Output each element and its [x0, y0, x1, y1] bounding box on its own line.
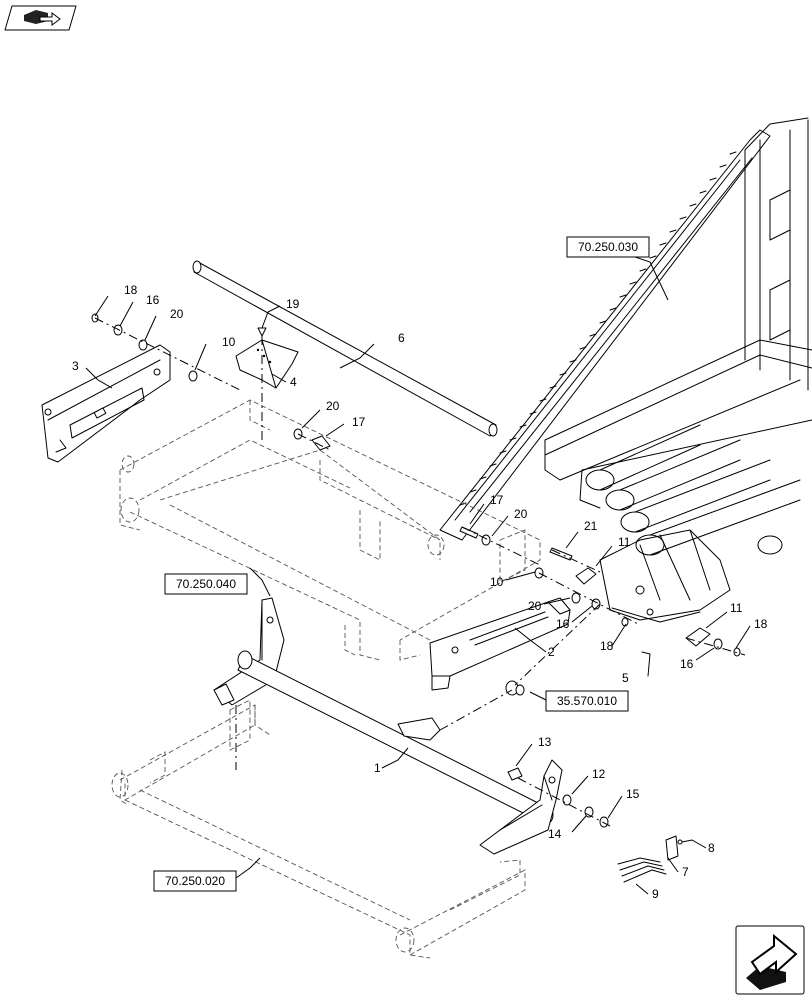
- part-2-bracket: [429, 597, 571, 691]
- back-nav-button[interactable]: [4, 5, 77, 31]
- part-4-plate: [235, 339, 299, 389]
- callout-6: 6: [398, 331, 405, 345]
- svg-text:35.570.010: 35.570.010: [557, 694, 617, 708]
- callout-leaders: [85, 247, 751, 895]
- callout-13: 13: [538, 735, 552, 749]
- callout-17: 17: [352, 415, 366, 429]
- hardware-parts: [91, 313, 741, 883]
- callout-10: 10: [222, 335, 236, 349]
- part-3-bracket: [41, 344, 171, 463]
- callout-17: 17: [490, 493, 504, 507]
- forward-nav-button[interactable]: [735, 925, 805, 995]
- callout-20: 20: [170, 307, 184, 321]
- forward-arrow-icon: [746, 933, 798, 990]
- back-arrow-icon: [24, 10, 61, 26]
- callout-10: 10: [490, 575, 504, 589]
- callout-19: 19: [286, 297, 300, 311]
- callout-18: 18: [600, 639, 614, 653]
- callout-4: 4: [290, 375, 297, 389]
- callout-8: 8: [708, 841, 715, 855]
- callout-7: 7: [682, 865, 689, 879]
- callout-12: 12: [592, 767, 606, 781]
- reference-35-570-010[interactable]: 35.570.010: [545, 690, 629, 712]
- callout-16: 16: [680, 657, 694, 671]
- callout-3: 3: [72, 359, 79, 373]
- callout-1: 1: [374, 761, 381, 775]
- callout-16: 16: [556, 617, 570, 631]
- callout-20: 20: [528, 599, 542, 613]
- callout-21: 21: [584, 519, 598, 533]
- callout-11: 11: [618, 535, 631, 549]
- upper-frame: [119, 399, 541, 661]
- callout-11: 11: [730, 601, 743, 615]
- reference-70-250-030[interactable]: 70.250.030: [566, 236, 650, 258]
- callout-14: 14: [548, 827, 562, 841]
- callout-9: 9: [652, 887, 659, 901]
- elevator-assembly: [439, 117, 812, 623]
- svg-text:70.250.040: 70.250.040: [176, 577, 236, 591]
- callout-18: 18: [754, 617, 768, 631]
- callout-18: 18: [124, 283, 138, 297]
- callout-2: 2: [548, 645, 555, 659]
- svg-text:70.250.030: 70.250.030: [578, 240, 638, 254]
- callout-16: 16: [146, 293, 160, 307]
- lower-frame: [111, 699, 526, 959]
- assembly-centerlines: [94, 317, 746, 827]
- part-6-rod: [192, 260, 498, 437]
- callout-20: 20: [326, 399, 340, 413]
- part-1-axle: [213, 597, 563, 855]
- callout-labels: 18 16 20 3 10 19 4 6 20 17 17 20 21 11 1…: [72, 283, 768, 901]
- svg-text:70.250.020: 70.250.020: [165, 874, 225, 888]
- reference-70-250-020[interactable]: 70.250.020: [153, 870, 237, 892]
- reference-70-250-040[interactable]: 70.250.040: [164, 573, 248, 595]
- callout-20: 20: [514, 507, 528, 521]
- callout-5: 5: [622, 671, 629, 685]
- callout-15: 15: [626, 787, 640, 801]
